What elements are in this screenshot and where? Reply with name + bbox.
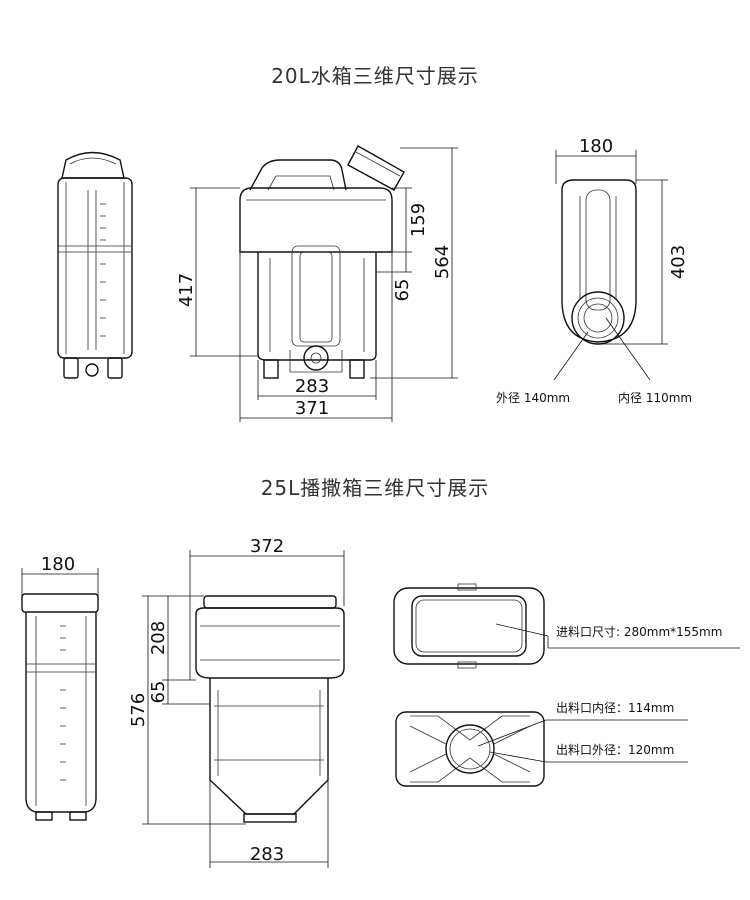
tank20-front-dimensions bbox=[190, 147, 458, 422]
tank20-dim-65: 65 bbox=[392, 279, 413, 302]
inner-diameter-label: 内径 110mm bbox=[618, 391, 692, 405]
tank25-front-dimensions bbox=[142, 550, 345, 868]
outlet-inner-label: 出料口内径：114mm bbox=[556, 701, 674, 715]
tank25-dim-576: 576 bbox=[128, 693, 149, 727]
tank25-dim-208: 208 bbox=[148, 621, 169, 655]
section2-title: 25L播撒箱三维尺寸展示 bbox=[260, 476, 490, 500]
tank20-dim-564: 564 bbox=[432, 245, 453, 279]
tank20-dim-371: 371 bbox=[295, 398, 329, 419]
tank25-dim-65: 65 bbox=[148, 681, 169, 704]
tank20-dim-283: 283 bbox=[295, 376, 329, 397]
tank20-side-dim-180: 180 bbox=[579, 136, 613, 157]
tank25-front-view bbox=[195, 595, 345, 823]
tank25-side-view bbox=[21, 593, 99, 821]
tank20-dim-159: 159 bbox=[408, 203, 429, 237]
tank20-front-view bbox=[239, 145, 405, 379]
tank20-side-dimensions bbox=[553, 150, 668, 381]
outer-diameter-label: 外径 140mm bbox=[496, 391, 570, 405]
tank20-dim-417: 417 bbox=[176, 273, 197, 307]
tank20-side-view-right bbox=[561, 179, 637, 345]
tank20-side-view-left bbox=[57, 151, 133, 379]
inlet-size-label: 进料口尺寸: 280mm*155mm bbox=[556, 625, 722, 639]
tank25-side-dim-180: 180 bbox=[41, 554, 75, 575]
outlet-outer-label: 出料口外径：120mm bbox=[556, 743, 674, 757]
tank25-bottom-view-outlet bbox=[395, 711, 688, 787]
tank25-dim-283: 283 bbox=[250, 844, 284, 865]
section1-title: 20L水箱三维尺寸展示 bbox=[271, 64, 479, 88]
tank25-side-dimensions bbox=[21, 568, 99, 596]
tank25-top-view-inlet bbox=[393, 583, 740, 669]
tank25-dim-372: 372 bbox=[250, 536, 284, 557]
tank20-side-dim-403: 403 bbox=[668, 245, 689, 279]
